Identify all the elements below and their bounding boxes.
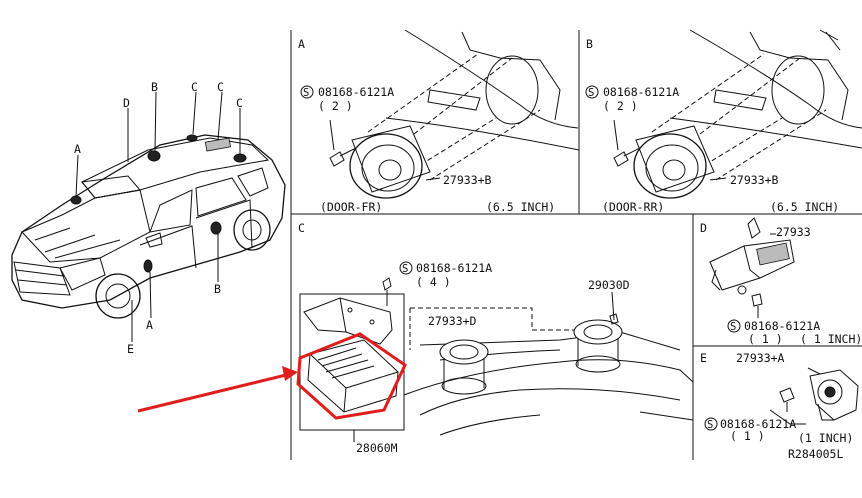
- panel-b-size: (6.5 INCH): [770, 200, 839, 214]
- panel-a-screw-qty: ( 2 ): [318, 99, 353, 113]
- panel-b-screw-part: 08168-6121A: [603, 85, 679, 99]
- panel-b-speaker-part: 27933+B: [730, 173, 779, 187]
- panel-a-location: (DOOR-FR): [320, 200, 382, 214]
- panel-b-letter: B: [586, 37, 593, 51]
- panel-a-letter: A: [298, 37, 305, 51]
- callout-a: A: [74, 142, 81, 156]
- panel-frames: [290, 30, 862, 460]
- panel-c-amp-part: 28060M: [356, 441, 398, 455]
- panel-d-screw-symbol: S: [730, 321, 736, 333]
- panel-d-screw-qty: ( 1 ): [748, 332, 783, 346]
- panel-a-size: (6.5 INCH): [486, 200, 555, 214]
- panel-a-speaker-part: 27933+B: [443, 173, 492, 187]
- panel-e-letter: E: [700, 351, 707, 365]
- diagram-code: R284005L: [788, 447, 843, 461]
- panel-d-part: 27933: [776, 225, 811, 239]
- amp-highlight: [296, 332, 407, 420]
- panel-b-screw-qty: ( 2 ): [603, 99, 638, 113]
- highlight-arrow: [137, 366, 298, 413]
- panel-c-screw-part: 08168-6121A: [416, 261, 492, 275]
- panel-e-part: 27933+A: [736, 351, 785, 365]
- panel-d-screw-part: 08168-6121A: [744, 319, 820, 333]
- callout-c3: C: [236, 96, 243, 110]
- panel-b-screw-symbol: S: [588, 87, 594, 99]
- callout-c1: C: [191, 80, 198, 94]
- panel-e-screw-symbol: S: [707, 419, 713, 431]
- callout-c2: C: [217, 80, 224, 94]
- car-illustration: [11, 91, 286, 342]
- callout-b-top: B: [151, 80, 158, 94]
- panel-d-size: ( 1 INCH): [800, 332, 862, 346]
- panel-e-screw-qty: ( 1 ): [730, 429, 765, 443]
- panel-e-size: (1 INCH): [798, 431, 853, 445]
- callout-d: D: [123, 96, 130, 110]
- panel-c-speaker-part-2: 29030D: [588, 278, 630, 292]
- panel-c-screw-qty: ( 4 ): [416, 275, 451, 289]
- panel-c: C: [296, 221, 694, 455]
- panel-d-letter: D: [700, 221, 707, 235]
- panel-e: E 27933+A S 08168-6121A ( 1 ) (1 INCH): [700, 351, 859, 445]
- panel-c-speaker-part: 27933+D: [428, 314, 477, 328]
- callout-b-bottom: B: [214, 282, 221, 296]
- panel-a-screw-part: 08168-6121A: [318, 85, 394, 99]
- panel-e-screw-part: 08168-6121A: [720, 417, 796, 431]
- panel-b: B S 08168-6121A ( 2 ) 27933+B (DOOR-RR) …: [585, 29, 862, 214]
- panel-b-location: (DOOR-RR): [602, 200, 664, 214]
- panel-c-screw-symbol: S: [402, 263, 408, 275]
- panel-d: D 27933 S 08168-6121A ( 1 ) ( 1 INCH): [700, 217, 862, 346]
- callout-a-bottom: A: [146, 318, 153, 332]
- panel-c-letter: C: [298, 221, 305, 235]
- panel-a: A S 08168-6121A ( 2 ) 27933+B (DOOR-FR) …: [298, 29, 580, 214]
- panel-a-screw-symbol: S: [303, 87, 309, 99]
- callout-e: E: [127, 342, 134, 356]
